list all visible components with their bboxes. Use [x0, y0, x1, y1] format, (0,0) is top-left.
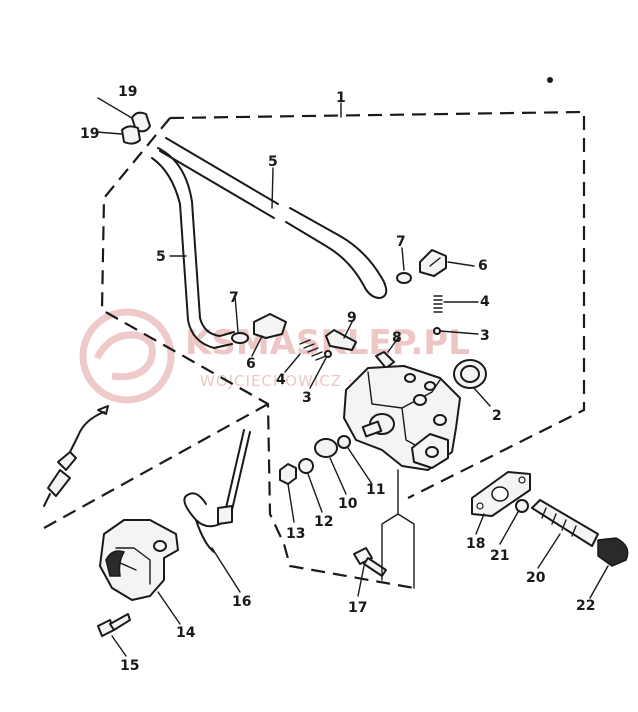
callout-7-upper: 7 [396, 234, 406, 250]
callout-17: 17 [348, 600, 367, 616]
callout-6-left: 6 [246, 356, 256, 372]
bolt-15 [97, 613, 131, 637]
assembly-boundary [43, 102, 586, 590]
stray-dot [547, 77, 553, 83]
pump-body [343, 365, 461, 471]
washer-12 [298, 458, 314, 474]
callout-8: 8 [392, 330, 402, 346]
spring-4-upper [433, 295, 443, 313]
callout-21: 21 [490, 548, 509, 564]
oil-seal-2 [453, 359, 487, 389]
callout-4-left: 4 [276, 372, 286, 388]
callout-10: 10 [338, 496, 358, 512]
callout-13: 13 [286, 526, 305, 542]
bolt-17 [353, 547, 387, 577]
cable-16 [183, 429, 251, 553]
watermark-logo-swoosh [93, 331, 156, 381]
callout-labels: 1 2 3 3 4 4 5 5 6 6 7 7 8 9 10 11 12 13 … [80, 84, 595, 674]
washer-11 [337, 435, 351, 449]
boundary-upper [169, 110, 586, 499]
callout-3-upper: 3 [480, 328, 490, 344]
boundary-sensor [43, 403, 269, 529]
callout-11: 11 [366, 482, 385, 498]
callout-3-left: 3 [302, 390, 312, 406]
callout-9: 9 [347, 310, 357, 326]
callout-15: 15 [120, 658, 139, 674]
washer-10 [314, 438, 338, 458]
watermark-logo-ring [79, 308, 175, 404]
bolt-9 [325, 329, 357, 351]
shaft-20 [531, 499, 599, 547]
nut-13 [279, 463, 297, 485]
callout-18: 18 [466, 536, 485, 552]
ball-3-upper [433, 327, 441, 335]
callout-6-upper: 6 [478, 258, 488, 274]
callout-20: 20 [526, 570, 546, 586]
callout-22: 22 [576, 598, 595, 614]
fitting-6-left [253, 313, 287, 339]
o-ring-21 [515, 499, 529, 513]
callout-19-lower: 19 [80, 126, 99, 142]
boundary-lower [100, 117, 415, 590]
ball-3-left [324, 350, 332, 358]
callout-1: 1 [336, 90, 346, 106]
cover-14 [99, 519, 179, 601]
callout-2: 2 [492, 408, 502, 424]
callout-16: 16 [232, 594, 251, 610]
callout-12: 12 [314, 514, 333, 530]
sensor-wire [43, 405, 109, 507]
callout-7-left: 7 [229, 290, 239, 306]
cap-22 [597, 537, 629, 567]
hose-upper [159, 137, 388, 299]
spring-4-left [299, 339, 327, 361]
callout-14: 14 [176, 625, 196, 641]
gasket-18 [471, 471, 531, 517]
callout-5-left: 5 [156, 249, 166, 265]
callout-19-upper: 19 [118, 84, 137, 100]
leader-lines [95, 97, 609, 657]
clamp-19-lower [121, 125, 141, 145]
washer-7-left [231, 332, 249, 344]
hose-left [151, 147, 235, 349]
washer-7-upper [396, 272, 412, 284]
callout-4-upper: 4 [480, 294, 490, 310]
fitting-6-upper [419, 249, 447, 277]
callout-5-upper: 5 [268, 154, 278, 170]
